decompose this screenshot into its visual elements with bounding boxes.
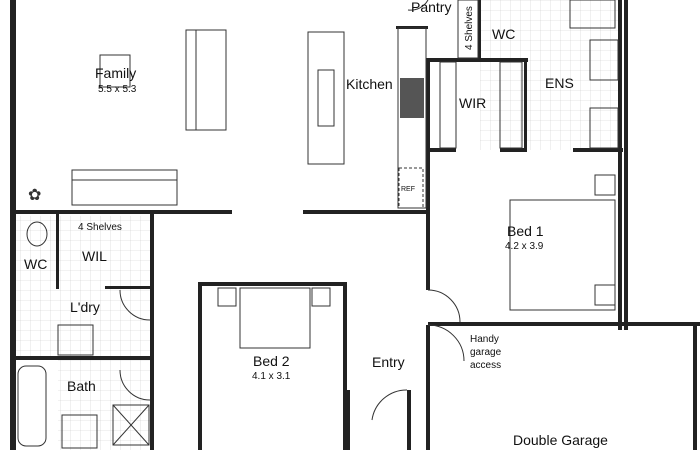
ens-label: ENS [545, 75, 574, 91]
wil-shelves-label: 4 Shelves [78, 222, 122, 233]
vanity-basin-icon [589, 107, 619, 149]
garage-note-line2: garage [470, 347, 502, 358]
shower-icon [112, 404, 150, 446]
basin-icon [61, 414, 98, 449]
plant-icon: ✿ [28, 187, 41, 204]
fridge-space [398, 167, 424, 209]
fixtures: ✿ [17, 0, 619, 449]
bathtub-icon [17, 365, 47, 447]
garage-note-line1: Handy [470, 334, 499, 345]
ens-wc-label: WC [492, 26, 515, 42]
bed2-label: Bed 2 [253, 353, 290, 369]
family-size: 5.5 x 5.3 [98, 84, 137, 95]
wir-label: WIR [459, 95, 486, 111]
wil-label: WIL [82, 248, 107, 264]
wc-label: WC [24, 256, 47, 272]
cooktop-icon [400, 78, 424, 118]
pantry-shelves-label: 4 Shelves [464, 6, 475, 50]
sink-icon [317, 69, 335, 127]
bed1-size: 4.2 x 3.9 [505, 241, 544, 252]
entry-label: Entry [372, 354, 405, 370]
shower-icon [569, 0, 616, 29]
laundry-tub-icon [57, 324, 94, 356]
garage-note-line3: access [470, 360, 501, 371]
kitchen-label: Kitchen [346, 76, 393, 92]
kitchen-island [307, 31, 345, 165]
ref-label: REF [401, 186, 415, 193]
bath-label: Bath [67, 378, 96, 394]
pantry-label: Pantry [411, 0, 451, 15]
garage-label: Double Garage [513, 432, 608, 448]
laundry-label: L'dry [70, 299, 100, 315]
vanity-basin-icon [589, 39, 619, 81]
walls [10, 0, 700, 450]
couch-icon [71, 169, 178, 206]
sofa-icon [185, 29, 227, 131]
doors [119, 0, 465, 421]
bed2-size: 4.1 x 3.1 [252, 371, 291, 382]
table-icon [99, 54, 131, 88]
family-label: Family [95, 65, 136, 81]
bed1-label: Bed 1 [507, 223, 544, 239]
bed1-bed [509, 199, 616, 311]
toilet-icon [26, 221, 48, 247]
bed2-bed [239, 287, 311, 349]
